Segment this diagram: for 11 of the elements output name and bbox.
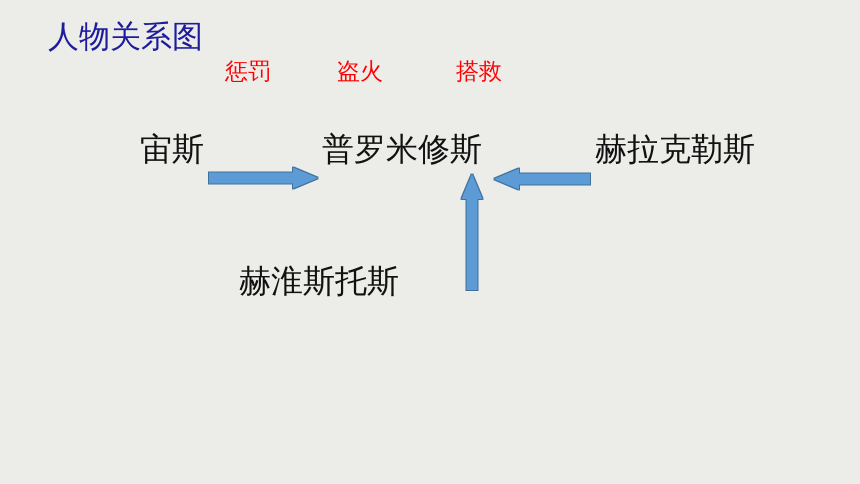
relation-label: 搭救 (456, 61, 502, 84)
block-arrow (494, 168, 590, 190)
diagram-title: 人物关系图 (48, 22, 203, 53)
character-name: 赫淮斯托斯 (235, 263, 403, 299)
character-name: 赫拉克勒斯 (592, 131, 758, 167)
character-name: 普罗米修斯 (320, 131, 484, 167)
block-arrow (209, 168, 318, 188)
block-arrow (462, 174, 482, 290)
relation-label: 盗火 (337, 61, 383, 84)
character-name: 宙斯 (139, 131, 205, 167)
relation-label: 惩罚 (225, 61, 271, 84)
